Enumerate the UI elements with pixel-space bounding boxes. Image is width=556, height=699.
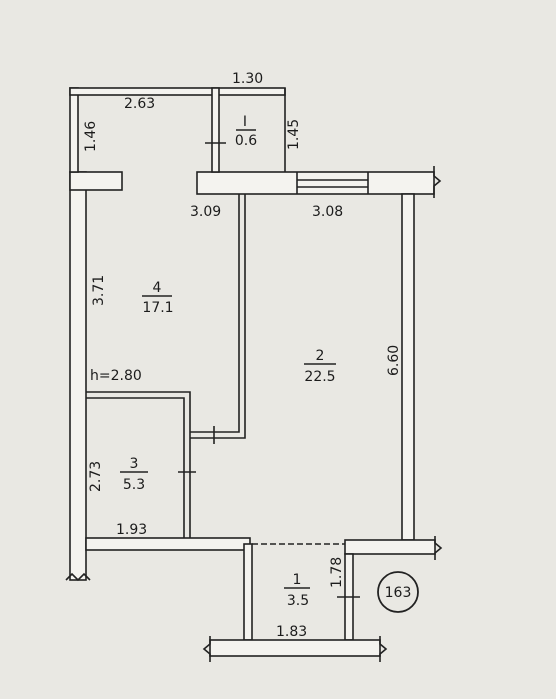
room-2-area: 22.5 — [304, 369, 335, 385]
top-wall — [196, 171, 435, 195]
break-mark-bottom-left — [65, 572, 91, 582]
lower-wall — [209, 639, 381, 657]
dim-room3-width: 1.93 — [116, 522, 147, 538]
dim-room4-width: 3.09 — [190, 204, 221, 220]
room-balcony-area: 0.6 — [235, 133, 257, 149]
break-mark-right — [434, 536, 443, 560]
room-4-number: 4 — [153, 280, 162, 296]
left-outer-wall — [69, 171, 87, 581]
left-wall-nub — [69, 171, 123, 191]
break-mark-lower-right — [379, 636, 388, 662]
room-2-label: 2 22.5 — [304, 348, 336, 385]
room-1-label: 1 3.5 — [284, 572, 310, 609]
room3-top-wall — [86, 391, 191, 538]
dim-balcony-width: 1.30 — [232, 71, 263, 87]
room-2-number: 2 — [316, 348, 325, 364]
dim-room1-length: 1.78 — [329, 557, 345, 588]
balcony-divider-wall — [211, 87, 220, 173]
break-mark-lower-left — [202, 636, 211, 662]
dim-room1-width: 1.83 — [276, 624, 307, 640]
partition-4-2 — [190, 194, 246, 439]
dim-ceiling-height: h=2.80 — [90, 368, 142, 384]
break-mark-top — [433, 166, 442, 198]
dim-room3-length: 2.73 — [88, 461, 104, 492]
right-outer-wall — [401, 193, 415, 541]
room-4-label: 4 17.1 — [142, 280, 174, 316]
room-1-area: 3.5 — [287, 593, 309, 609]
bottom-wall-left — [85, 537, 251, 551]
apartment-number-marker: 163 — [377, 571, 419, 613]
room3-top-wall-inner — [86, 397, 185, 538]
bottom-wall-right — [344, 539, 436, 555]
room-1-number: 1 — [293, 572, 302, 588]
dim-room4-length: 3.71 — [91, 275, 107, 306]
dim-top-left-width: 2.63 — [124, 96, 155, 112]
apartment-number: 163 — [385, 585, 412, 601]
room-3-area: 5.3 — [123, 477, 145, 493]
room-3-number: 3 — [130, 456, 139, 472]
room-4-area: 17.1 — [142, 300, 173, 316]
dim-room2-width: 3.08 — [312, 204, 343, 220]
room-3-label: 3 5.3 — [120, 456, 148, 493]
balcony-left-wall — [69, 87, 79, 173]
balcony-top-wall — [69, 87, 286, 96]
room-balcony-label: I 0.6 — [235, 114, 257, 149]
top-window — [296, 172, 369, 194]
room-balcony-number: I — [243, 114, 247, 130]
room1-left-wall — [243, 543, 253, 641]
dim-top-left-height: 1.46 — [83, 121, 99, 152]
dim-room2-length: 6.60 — [386, 345, 402, 376]
dim-balcony-depth: 1.45 — [286, 119, 302, 150]
partition-4-2-inner — [190, 194, 240, 433]
